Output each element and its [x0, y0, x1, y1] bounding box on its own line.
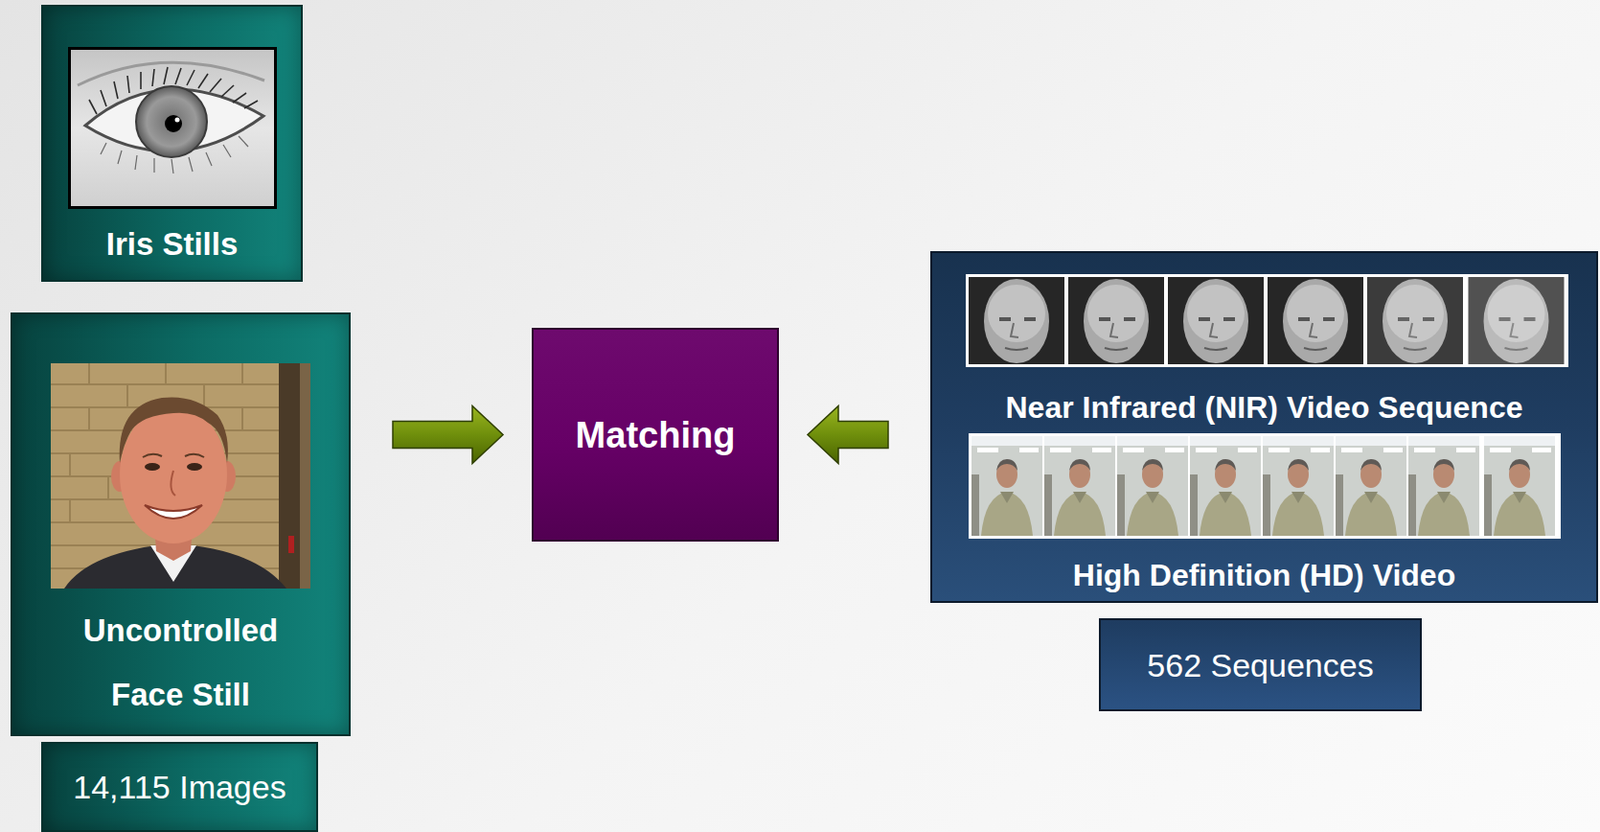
illustration-part	[188, 157, 193, 172]
illustration-part	[184, 454, 205, 458]
illustration-part	[100, 142, 107, 155]
illustration-part	[1484, 435, 1555, 536]
illustration-part	[1167, 276, 1264, 365]
illustration-part	[77, 62, 265, 86]
block-arrow	[807, 406, 889, 464]
box-label: Uncontrolled Face Still	[51, 597, 311, 727]
box-label: Iris Stills	[43, 225, 301, 264]
illustration-part	[114, 81, 118, 99]
illustration-part	[144, 504, 203, 519]
illustration-part	[221, 85, 234, 97]
process-label-text: Matching	[575, 413, 736, 457]
illustration-part	[971, 435, 1043, 536]
illustration-part	[119, 405, 228, 544]
panel-label-text: High Definition (HD) Video	[1073, 555, 1456, 595]
illustration-part	[119, 396, 229, 463]
illustration-part	[88, 363, 91, 385]
iris-box: Iris Stills	[41, 4, 303, 282]
illustration-part	[241, 363, 244, 385]
nir-frames	[965, 274, 1569, 367]
illustration-part	[136, 86, 207, 158]
process-label: Matching	[575, 413, 736, 457]
illustration-part	[209, 78, 222, 92]
process-box: Matching	[531, 327, 779, 542]
illustration-part	[152, 68, 155, 87]
illustration-part	[203, 384, 206, 408]
illustration-part	[288, 535, 295, 553]
illustration-part	[238, 136, 249, 147]
illustration-part	[127, 75, 130, 93]
illustration-part	[244, 100, 258, 109]
illustration-part	[88, 407, 91, 431]
illustration-part	[144, 462, 160, 471]
illustration-part	[117, 150, 122, 164]
illustration-part	[1335, 435, 1407, 536]
illustration-part	[1267, 276, 1364, 365]
count-label: 562 Sequences	[1146, 645, 1373, 685]
illustration-part	[107, 476, 110, 500]
illustration-part	[278, 363, 300, 589]
illustration-part	[198, 73, 208, 89]
face-photo	[50, 363, 311, 589]
illustration-part	[175, 68, 182, 85]
illustration-part	[299, 363, 311, 589]
illustration-part	[232, 92, 247, 103]
illustration-part	[1367, 276, 1463, 365]
illustration-part	[135, 155, 138, 170]
count-box: 562 Sequences	[1098, 617, 1422, 711]
illustration-part	[89, 99, 97, 115]
illustration-part	[164, 363, 167, 385]
illustration-part	[241, 407, 244, 431]
box-label-text: Uncontrolled Face Still	[51, 597, 311, 727]
count-label-text: 562 Sequences	[1146, 645, 1373, 685]
panel-label: High Definition (HD) Video	[932, 555, 1597, 595]
illustration-part	[205, 152, 212, 166]
illustration-part	[164, 114, 183, 133]
illustration-part	[100, 136, 249, 174]
illustration-part	[186, 69, 195, 86]
illustration-part	[142, 454, 162, 458]
illustration-part	[968, 276, 1065, 365]
illustration-part	[139, 71, 142, 90]
illustration-part	[968, 433, 1561, 539]
hd-frames	[968, 433, 1561, 539]
block-arrow	[392, 406, 503, 464]
iris-photo	[68, 46, 277, 209]
illustration-part	[89, 67, 258, 115]
illustration-part	[1408, 435, 1480, 536]
illustration-part	[50, 363, 311, 569]
count-label-text: 14,115 Images	[72, 767, 286, 806]
illustration-part	[68, 46, 277, 209]
video-panel: Near Infrared (NIR) Video SequenceHigh D…	[930, 251, 1599, 603]
count-box: 14,115 Images	[41, 741, 319, 832]
illustration-part	[68, 499, 71, 523]
face-box: Uncontrolled Face Still	[10, 312, 351, 736]
count-label: 14,115 Images	[72, 767, 286, 806]
panel-label-text: Near Infrared (NIR) Video Sequence	[1005, 388, 1524, 427]
illustration-part	[1189, 435, 1261, 536]
illustration-part	[50, 363, 311, 589]
illustration-part	[69, 48, 276, 208]
illustration-part	[175, 117, 181, 123]
illustration-part	[223, 144, 231, 158]
illustration-part	[163, 67, 168, 85]
panel-label: Near Infrared (NIR) Video Sequence	[932, 388, 1597, 427]
illustration-part	[1262, 435, 1334, 536]
illustration-part	[1044, 435, 1116, 536]
illustration-part	[1068, 276, 1165, 365]
illustration-part	[965, 274, 1569, 367]
illustration-part	[100, 90, 107, 107]
box-label-text: Iris Stills	[106, 225, 239, 264]
illustration-part	[126, 384, 129, 408]
illustration-part	[170, 470, 176, 496]
illustration-part	[153, 158, 155, 173]
illustration-part	[171, 159, 174, 174]
illustration-part	[1468, 276, 1565, 365]
illustration-part	[1117, 435, 1189, 536]
illustration-part	[186, 462, 203, 471]
illustration-part	[68, 453, 71, 477]
